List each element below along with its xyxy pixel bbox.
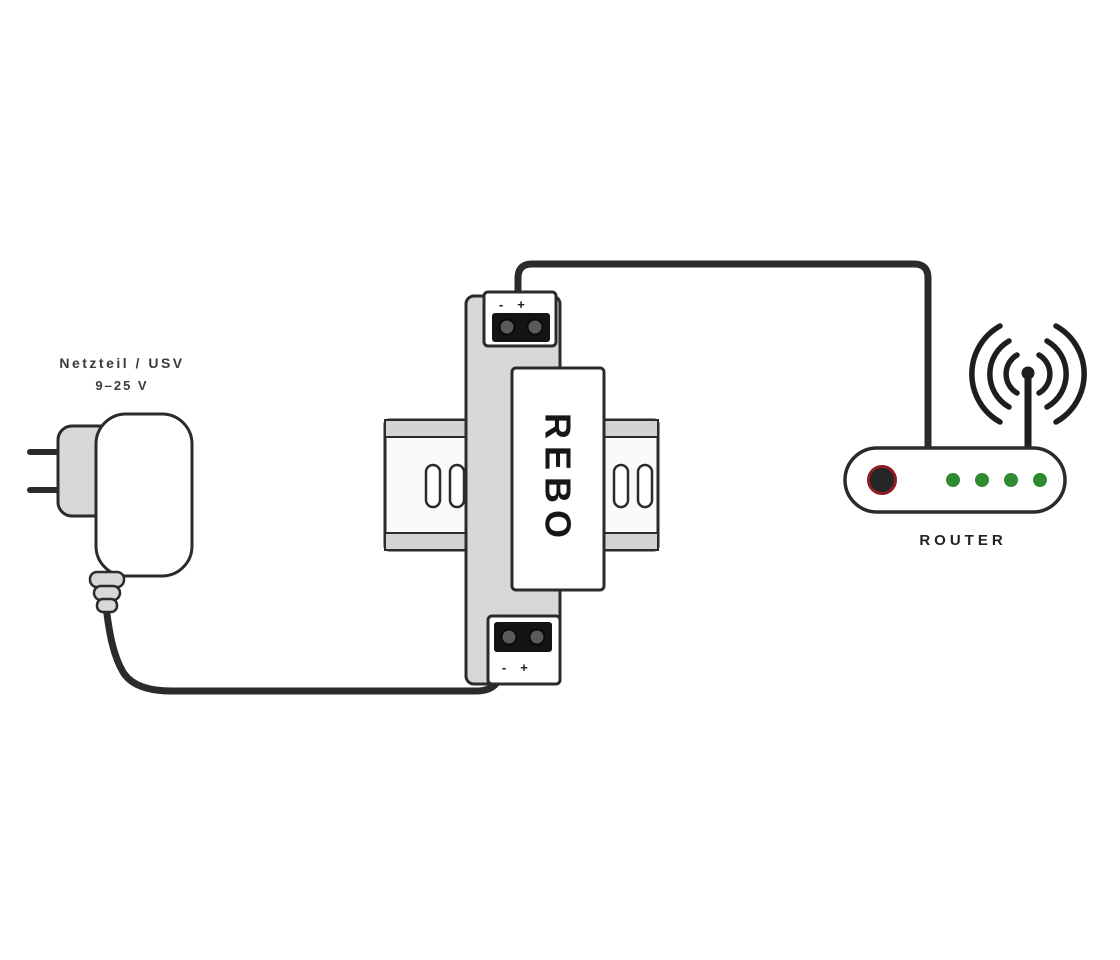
wire-adapter-to-module (102, 602, 505, 695)
wifi-arc (1036, 352, 1053, 396)
module-front-plate (510, 366, 606, 592)
terminal-screw (526, 318, 544, 336)
top-terminal-plus-label: + (517, 297, 525, 312)
top-terminal-minus-label: - (499, 297, 503, 312)
wire-module-to-router (514, 260, 932, 458)
bottom-terminal-minus-label: - (502, 660, 506, 675)
din-rail-slot (448, 463, 466, 509)
led-indicator (946, 473, 960, 487)
strain-relief-segment (95, 597, 119, 614)
rebo-brand-label: REBO (538, 413, 579, 545)
led-indicator (975, 473, 989, 487)
router (843, 323, 1087, 514)
wifi-arc (969, 323, 1003, 425)
adapter-body (94, 412, 194, 578)
wifi-waves-icon (969, 323, 1087, 425)
wifi-arc (987, 338, 1012, 410)
terminal-screw (528, 628, 546, 646)
power-adapter (27, 412, 194, 614)
bottom-terminal-plus-label: + (520, 660, 528, 675)
din-rail-slot (636, 463, 654, 509)
cable-strain-relief (88, 570, 126, 614)
led-indicator (1004, 473, 1018, 487)
wifi-arc (1044, 338, 1069, 410)
terminal-screw (498, 318, 516, 336)
led-indicator (1033, 473, 1047, 487)
antenna-tip (1021, 366, 1035, 380)
din-rail-slot (424, 463, 442, 509)
power-supply-voltage-label: 9–25 V (95, 378, 148, 393)
rebo-module: REBO - + - + (464, 290, 606, 686)
wifi-arc (1003, 352, 1020, 396)
router-label: ROUTER (919, 532, 1006, 549)
wifi-arc (1053, 323, 1087, 425)
din-rail-slot (612, 463, 630, 509)
power-button (867, 465, 897, 495)
power-supply-label: Netzteil / USV (59, 355, 184, 371)
terminal-screw (500, 628, 518, 646)
